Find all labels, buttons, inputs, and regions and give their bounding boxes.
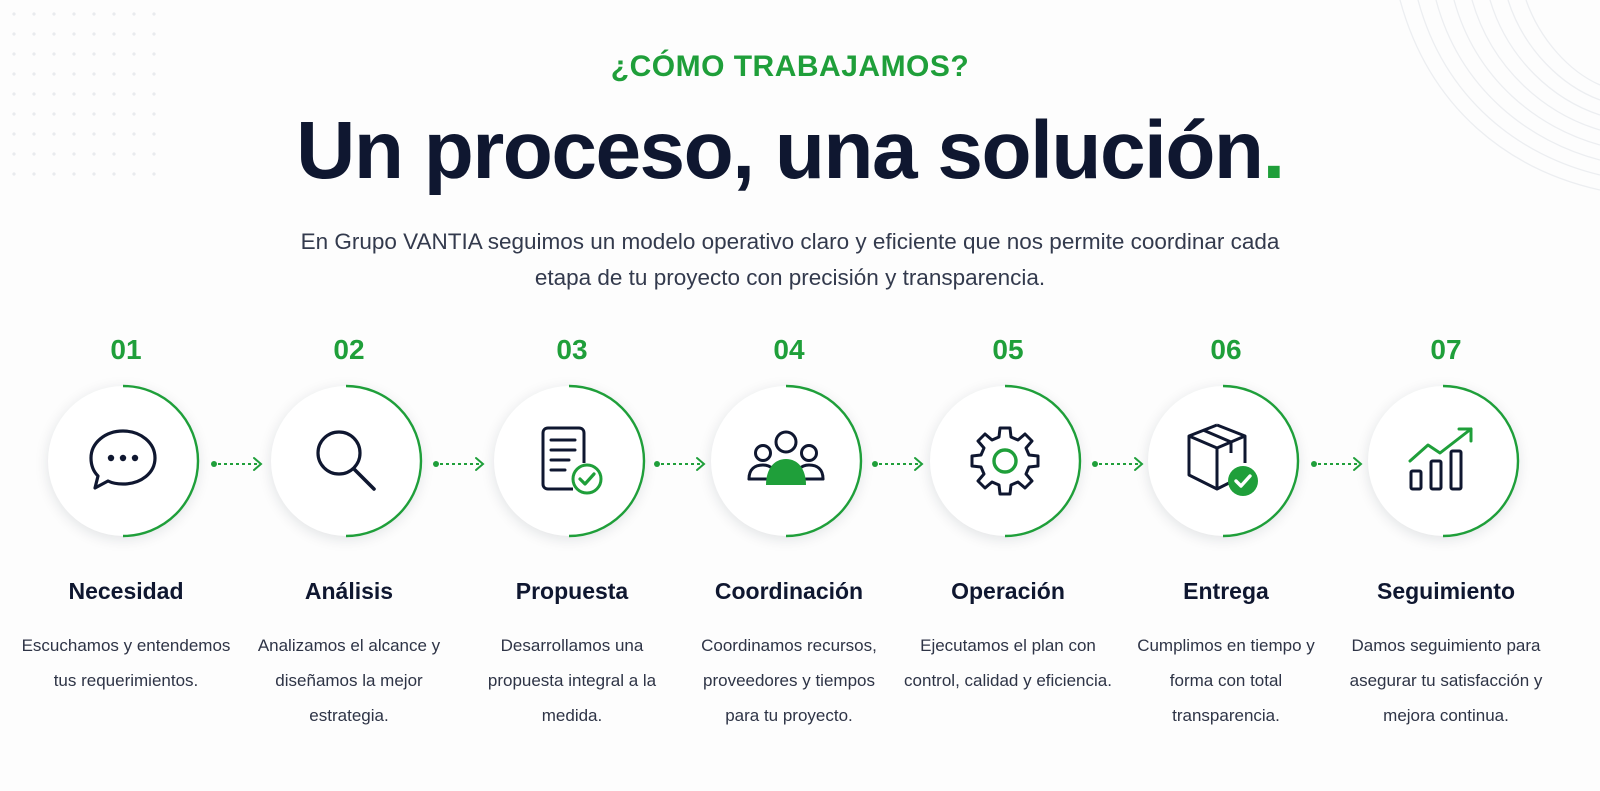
step-title: Entrega (1183, 578, 1269, 604)
arrow-connector-icon (1092, 457, 1144, 471)
document-check-icon (541, 426, 603, 495)
step-title: Seguimiento (1376, 578, 1515, 604)
step-number: 03 (556, 334, 588, 365)
page-title-accent-dot: . (1262, 105, 1286, 196)
curved-lines-decoration (1399, 0, 1600, 191)
step-title: Propuesta (515, 578, 629, 604)
step-description: Ejecutamos el plan con control, calidad … (904, 636, 1112, 690)
section-eyebrow: ¿CÓMO TRABAJAMOS? (610, 50, 970, 83)
growth-chart-icon (1408, 427, 1473, 491)
page-title: Un proceso, una solución. (0, 104, 1580, 198)
step-description: Coordinamos recursos, proveedores y tiem… (701, 636, 877, 725)
arrow-connector-icon (1311, 457, 1363, 471)
step-description: Cumplimos en tiempo y forma con total tr… (1137, 636, 1315, 725)
step-title: Coordinación (714, 578, 864, 604)
step-icon-circle (711, 384, 867, 542)
progress-arc (1442, 384, 1520, 538)
step-title: Necesidad (68, 578, 184, 604)
dot-pattern-decoration (0, 0, 165, 190)
progress-arc (568, 384, 646, 538)
chat-bubble-icon (89, 429, 157, 490)
magnifier-icon (316, 430, 376, 491)
arrow-connector-icon (211, 457, 263, 471)
arrow-connector-icon (654, 457, 706, 471)
arrow-connector-icon (433, 457, 485, 471)
step-title: Operación (951, 578, 1065, 604)
progress-arc (1222, 384, 1300, 538)
step-title: Análisis (304, 578, 394, 604)
step-description: Escuchamos y entendemos tus requerimient… (21, 636, 231, 690)
step-description: Damos seguimiento para asegurar tu satis… (1349, 636, 1543, 725)
step-number: 05 (992, 334, 1024, 365)
gear-icon (970, 426, 1040, 496)
step-description: Analizamos el alcance y diseñamos la mej… (257, 636, 441, 725)
step-number: 07 (1430, 334, 1462, 365)
step-number: 01 (110, 334, 142, 365)
progress-arc (122, 384, 200, 538)
progress-arc (345, 384, 423, 538)
arrow-connector-icon (872, 457, 924, 471)
step-icon-circle (48, 384, 204, 542)
step-icon-circle (494, 384, 650, 542)
step-icon-circle (930, 384, 1086, 542)
intro-paragraph: En Grupo VANTIA seguimos un modelo opera… (300, 229, 1280, 290)
team-icon (747, 430, 825, 485)
page-title-text: Un proceso, una solución (296, 105, 1264, 196)
process-steps: 01 Necesidad Escuchamos y entendemos tus… (0, 330, 1600, 790)
step-icon-circle (1368, 384, 1524, 542)
progress-arc (1004, 384, 1082, 538)
step-number: 06 (1210, 334, 1242, 365)
step-number: 04 (773, 334, 805, 365)
package-check-icon (1187, 423, 1258, 496)
step-icon-circle (271, 384, 427, 542)
step-number: 02 (333, 334, 365, 365)
step-description: Desarrollamos una propuesta integral a l… (487, 636, 657, 725)
progress-arc (785, 384, 863, 538)
step-icon-circle (1148, 384, 1304, 542)
